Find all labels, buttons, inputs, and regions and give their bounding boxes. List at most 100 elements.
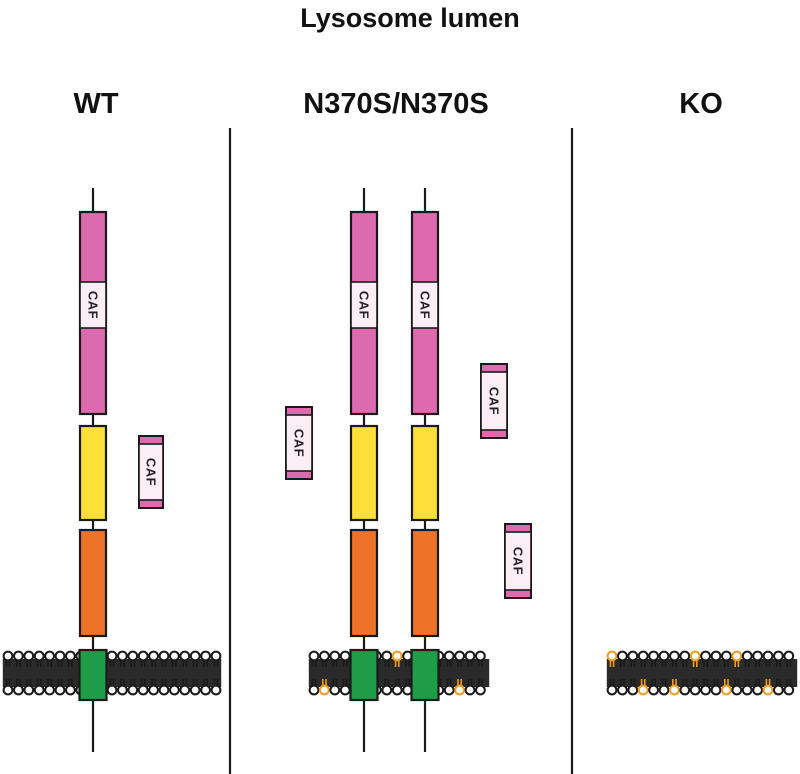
lipid-head <box>443 650 455 662</box>
lipid-head <box>179 684 191 696</box>
lipid-head <box>158 684 170 696</box>
lipid-head <box>773 684 784 696</box>
bilayer-core <box>2 659 222 687</box>
lipid-head <box>65 650 76 662</box>
lipid-head <box>339 684 351 696</box>
lipid-head <box>117 650 128 662</box>
protein-n370s-1: CAF <box>349 188 379 752</box>
lipid-head <box>44 650 55 662</box>
membrane-ko <box>606 650 798 696</box>
lipid-head <box>637 650 649 662</box>
lipid-head <box>710 684 722 696</box>
glycolipid-head-orange <box>319 684 330 696</box>
lipid-head <box>169 650 180 662</box>
lipid-head <box>443 684 455 696</box>
yellow-domain <box>349 424 379 522</box>
lipid-head <box>617 650 628 662</box>
lipid-head <box>700 684 711 696</box>
yellow-domain <box>410 424 440 522</box>
lipid-head <box>329 650 341 662</box>
lipid-head <box>329 684 341 696</box>
caf-domain <box>350 281 378 329</box>
lipid-head <box>339 650 351 662</box>
caf-domain <box>504 531 532 591</box>
lipid-head <box>33 650 45 662</box>
glycolipid-head-orange <box>731 650 743 662</box>
glycolipid-head-orange <box>689 650 701 662</box>
transmembrane-domain <box>78 648 108 702</box>
lipid-head <box>752 684 763 696</box>
lipid-head <box>13 650 24 662</box>
diagram-title: Lysosome lumen <box>300 3 520 33</box>
lipid-head <box>44 684 55 696</box>
lipid-head <box>627 650 639 662</box>
orange-domain <box>410 528 440 638</box>
caf-label: CAF <box>418 291 433 319</box>
lipid-head <box>741 650 753 662</box>
lipid-head <box>475 684 486 696</box>
lipid-head <box>464 684 476 696</box>
caf-label: CAF <box>86 291 101 319</box>
lipid-head <box>617 684 628 696</box>
caf-label: CAF <box>144 458 159 486</box>
lipid-head <box>658 684 670 696</box>
lipid-head <box>179 650 191 662</box>
caf-domain <box>285 414 313 472</box>
lipid-head <box>648 684 659 696</box>
protein-wt: CAF <box>78 188 108 752</box>
glycolipid-head-orange <box>454 684 466 696</box>
lipid-head <box>137 650 149 662</box>
transmembrane-domain <box>349 648 379 702</box>
lipid-head <box>189 650 201 662</box>
caf-domain <box>79 281 107 329</box>
lipid-head <box>148 650 160 662</box>
glycolipid-head-orange <box>637 684 649 696</box>
lipid-head <box>721 650 732 662</box>
lipid-head <box>2 684 14 696</box>
lipid-head <box>741 684 753 696</box>
lipid-head <box>658 650 670 662</box>
lipid-head <box>731 684 743 696</box>
panel-label-n370s: N370S/N370S <box>303 88 488 120</box>
caf-label: CAF <box>511 547 526 575</box>
glycolipid-head-orange <box>762 684 774 696</box>
lipid-head <box>308 684 320 696</box>
lipid-head <box>464 650 476 662</box>
lipid-head <box>627 684 639 696</box>
membrane-wt <box>2 650 222 696</box>
yellow-domain <box>78 424 108 522</box>
lipid-head <box>158 650 170 662</box>
lipid-head <box>783 684 795 696</box>
lipid-head <box>200 684 212 696</box>
caf-domain <box>480 371 508 431</box>
lipid-head <box>23 650 35 662</box>
free-caf-n370s-left: CAF <box>285 406 313 480</box>
free-caf-wt: CAF <box>138 435 164 509</box>
lipid-head <box>210 650 222 662</box>
lipid-head <box>606 684 618 696</box>
lipid-head <box>117 684 128 696</box>
lipid-head <box>381 684 393 696</box>
lipid-head <box>319 650 330 662</box>
glycolipid-head-orange <box>669 684 680 696</box>
lipid-head <box>679 650 691 662</box>
lipid-head <box>13 684 24 696</box>
caf-domain <box>138 443 164 501</box>
lipid-head <box>169 684 180 696</box>
lipid-head <box>689 684 701 696</box>
lipid-head <box>189 684 201 696</box>
transmembrane-domain <box>410 648 440 702</box>
lipid-head <box>148 684 160 696</box>
lipid-head <box>65 684 76 696</box>
lipid-head <box>200 650 212 662</box>
panel-label-ko: KO <box>679 88 723 120</box>
lipid-head <box>33 684 45 696</box>
lipid-head <box>710 650 722 662</box>
lipid-head <box>773 650 784 662</box>
lipid-head <box>127 684 139 696</box>
lipid-head <box>210 684 222 696</box>
lipid-head <box>106 650 118 662</box>
panel-label-wt: WT <box>73 88 118 120</box>
